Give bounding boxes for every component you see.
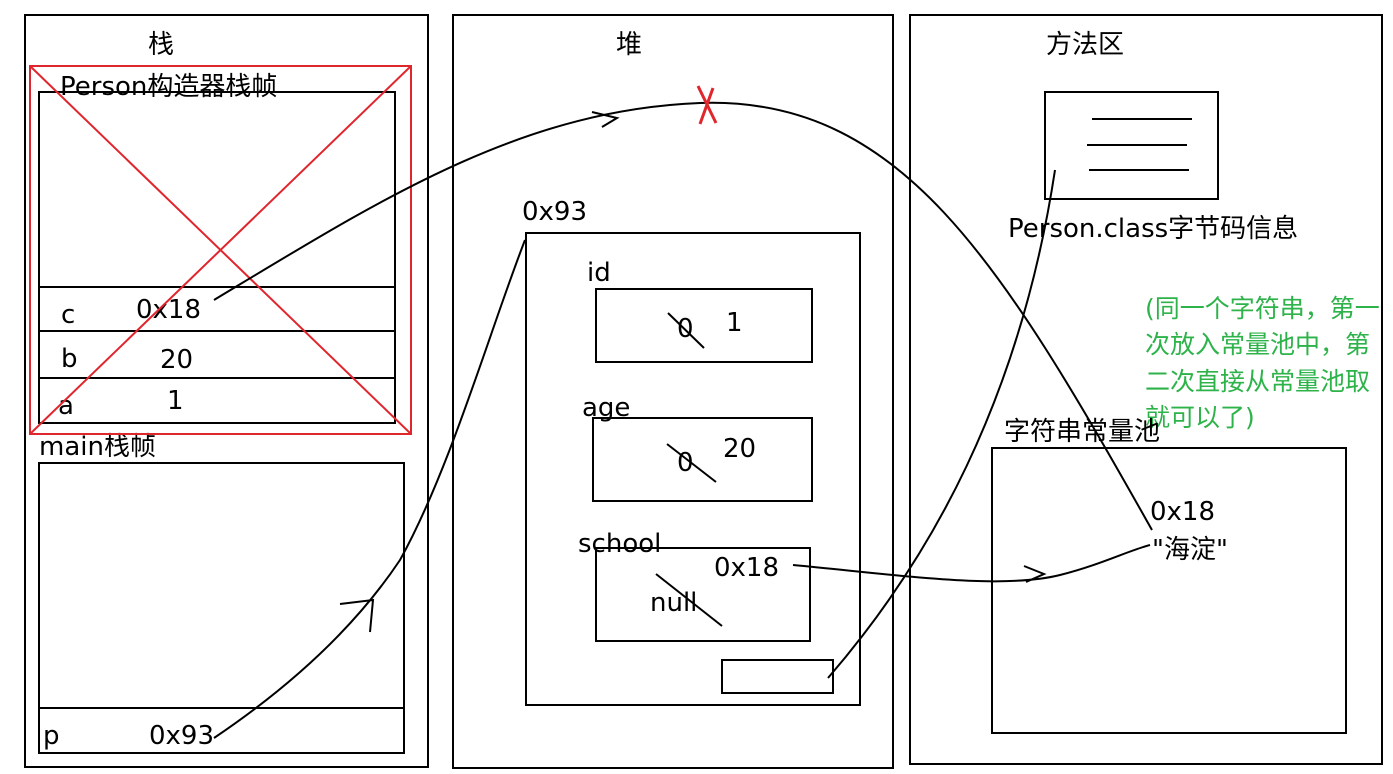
constant-pool-note: (同一个字符串，第一次放入常量池中，第二次直接从常量池取就可以了)	[1145, 294, 1380, 432]
field-age-old-value: 0	[677, 448, 694, 478]
stack-region	[24, 14, 429, 768]
reference-p-arrowhead	[339, 598, 375, 633]
slot-divider	[38, 707, 405, 709]
main-frame-label: main栈帧	[39, 432, 156, 462]
string-pool-box	[991, 447, 1347, 734]
slot-divider	[38, 330, 396, 332]
var-a-value: 1	[167, 386, 184, 416]
var-c-name: c	[61, 300, 76, 330]
school-old-value-strike	[655, 573, 723, 627]
destroyed-frame-outline	[29, 65, 412, 435]
field-school-old-value: null	[650, 588, 698, 618]
stack-title: 栈	[148, 30, 175, 60]
field-age-new-value: 20	[723, 434, 757, 464]
field-school-box	[595, 547, 811, 642]
reference-object-to-class	[827, 169, 1056, 679]
var-a-name: a	[58, 391, 74, 421]
field-id-name: id	[587, 258, 611, 288]
age-old-value-strike	[666, 443, 717, 483]
var-p-name: p	[43, 721, 60, 751]
reference-cut-mark	[698, 87, 715, 125]
field-age-box	[592, 417, 813, 502]
person-frame-label: Person构造器栈帧	[60, 72, 278, 102]
reference-school-arrowhead	[1023, 565, 1047, 583]
reference-c-to-string	[213, 101, 1153, 531]
var-p-value: 0x93	[149, 721, 215, 751]
heap-region	[452, 14, 894, 769]
reference-c-arrowhead	[591, 111, 620, 128]
field-age-name: age	[582, 393, 631, 423]
class-bytecode-box	[1044, 91, 1219, 200]
method-area-title: 方法区	[1046, 30, 1125, 60]
method-area-region	[909, 14, 1383, 765]
field-school-new-value: 0x18	[714, 553, 780, 583]
destroyed-frame-cross	[29, 65, 412, 435]
heap-object	[525, 232, 861, 706]
field-id-box	[595, 288, 813, 363]
field-school-name: school	[578, 529, 662, 559]
id-old-value-strike	[667, 312, 705, 349]
var-b-name: b	[61, 344, 78, 374]
main-frame	[38, 462, 405, 754]
class-bytecode-label: Person.class字节码信息	[1008, 214, 1299, 244]
person-constructor-frame	[38, 91, 396, 424]
class-pointer-slot	[721, 659, 834, 694]
slot-divider	[38, 286, 396, 288]
string-address: 0x18	[1150, 497, 1216, 527]
var-b-value: 20	[160, 345, 194, 375]
heap-object-address: 0x93	[522, 197, 588, 227]
field-id-new-value: 1	[726, 308, 743, 338]
reference-p-to-object	[213, 239, 526, 739]
heap-title: 堆	[616, 30, 643, 60]
slot-divider	[38, 377, 396, 379]
string-pool-label: 字符串常量池	[1004, 417, 1161, 447]
reference-school-to-string	[792, 544, 1151, 583]
string-value: "海淀"	[1152, 535, 1228, 565]
